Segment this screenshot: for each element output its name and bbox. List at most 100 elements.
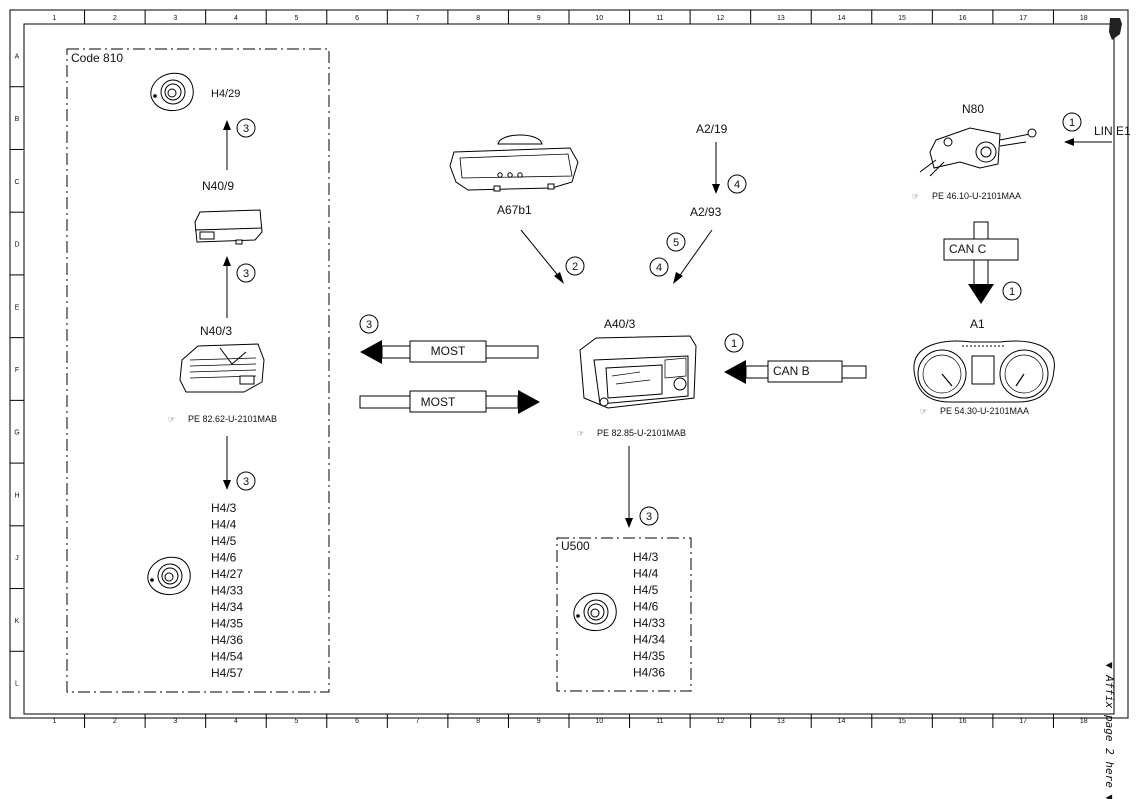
grid-column-label: 5: [295, 718, 299, 725]
arrow-head: [223, 120, 231, 130]
speaker-icon: [573, 592, 617, 632]
corner-logo-icon: [1109, 18, 1122, 40]
grid-column-label: 6: [355, 718, 359, 725]
callout-number: 5: [673, 237, 679, 249]
callout-circle: [1062, 112, 1082, 132]
steering-column-module-icon: [919, 127, 1037, 177]
grid-column-label: 2: [113, 718, 117, 725]
grid-column-label: 12: [716, 15, 724, 22]
callout-number: 4: [734, 179, 740, 191]
grid-column-label: 18: [1080, 718, 1088, 725]
grid-column-label: 6: [355, 15, 359, 22]
arrow-head: [625, 518, 633, 528]
callout-circle: [639, 506, 659, 526]
callout-circle: [649, 257, 669, 277]
a67b1-label: A67b1: [497, 203, 532, 217]
a2-93-label: A2/93: [690, 205, 722, 219]
speaker-label: H4/35: [211, 617, 243, 631]
grid-column-label: 17: [1019, 718, 1027, 725]
callout-number: 3: [366, 319, 372, 331]
callout-number: 4: [656, 262, 662, 274]
callout-circle: [1002, 281, 1022, 301]
h4-29-label: H4/29: [211, 88, 240, 100]
ref-a1: PE 54.30-U-2101MAA: [940, 406, 1029, 416]
grid-column-label: 8: [476, 15, 480, 22]
most-out-label: MOST: [431, 344, 466, 358]
speaker-icon: [147, 556, 191, 596]
code-810-label: Code 810: [71, 51, 123, 65]
callout-circle: [666, 232, 686, 252]
grid-column-label: 2: [113, 15, 117, 22]
grid-row-label: B: [15, 116, 20, 123]
speaker-label: H4/6: [633, 600, 659, 614]
grid-row-label: F: [15, 367, 19, 374]
grid-column-label: 3: [173, 15, 177, 22]
grid-column-label: 1: [52, 15, 56, 22]
arrow-head: [554, 272, 564, 284]
grid-column-label: 14: [838, 15, 846, 22]
grid-column-label: 13: [777, 15, 785, 22]
rearview-mirror-icon: [449, 134, 579, 192]
ref-hand-icon: ☞: [912, 192, 919, 201]
grid-column-label: 1: [52, 718, 56, 725]
n40-3-label: N40/3: [200, 324, 232, 338]
a1-label: A1: [970, 317, 985, 331]
grid-column-label: 7: [416, 718, 420, 725]
grid-column-label: 3: [173, 718, 177, 725]
grid-row-label: K: [15, 618, 20, 625]
n40-9-label: N40/9: [202, 179, 234, 193]
speaker-label: H4/5: [211, 534, 237, 548]
a2-19-label: A2/19: [696, 122, 728, 136]
callout-circle: [727, 174, 747, 194]
grid-column-label: 9: [537, 718, 541, 725]
grid-column-label: 8: [476, 718, 480, 725]
arrow-head: [223, 480, 231, 490]
speaker-label: H4/6: [211, 551, 237, 565]
grid-row-label: A: [15, 53, 20, 60]
u500-box: [556, 537, 692, 692]
speaker-label: H4/5: [633, 583, 659, 597]
grid-column-label: 7: [416, 15, 420, 22]
ref-n40-3: PE 82.62-U-2101MAB: [188, 414, 277, 424]
grid-column-label: 11: [656, 15, 663, 22]
speaker-label: H4/34: [633, 633, 665, 647]
grid-row-label: L: [15, 681, 19, 688]
callout-circle: [236, 471, 256, 491]
can-c-arrow: [943, 221, 1019, 304]
arrow-head: [223, 256, 231, 266]
can-b-label: CAN B: [773, 364, 810, 378]
ref-n80: PE 46.10-U-2101MAA: [932, 191, 1021, 201]
grid-column-label: 9: [537, 15, 541, 22]
grid-column-label: 11: [656, 718, 663, 725]
grid-column-label: 10: [595, 718, 603, 725]
most-arrow-in: [359, 390, 540, 414]
grid-column-label: 13: [777, 718, 785, 725]
grid-column-label: 16: [959, 15, 967, 22]
callout-circle: [236, 263, 256, 283]
grid-column-label: 15: [898, 15, 906, 22]
grid-row-label: E: [15, 304, 20, 311]
grid-column-label: 12: [716, 718, 724, 725]
speaker-label: H4/27: [211, 567, 243, 581]
code-810-box: [66, 48, 330, 693]
callout-number: 3: [243, 123, 249, 135]
callout-number: 1: [1009, 286, 1015, 298]
callout-number: 3: [646, 511, 652, 523]
module-n40-9-icon: [194, 209, 263, 245]
speaker-label: H4/3: [211, 501, 237, 515]
lin-e1-label: LIN E1: [1094, 124, 1131, 138]
speaker-label: H4/4: [211, 518, 237, 532]
grid-row-label: H: [14, 492, 19, 499]
callout-number: 2: [572, 261, 578, 273]
arrow-head: [673, 272, 683, 284]
grid-row-label: C: [14, 179, 19, 186]
arrow-a2-93-to-a40-3: [677, 229, 713, 279]
speaker-icon: [150, 72, 194, 112]
grid-column-label: 5: [295, 15, 299, 22]
callout-circle: [724, 333, 744, 353]
